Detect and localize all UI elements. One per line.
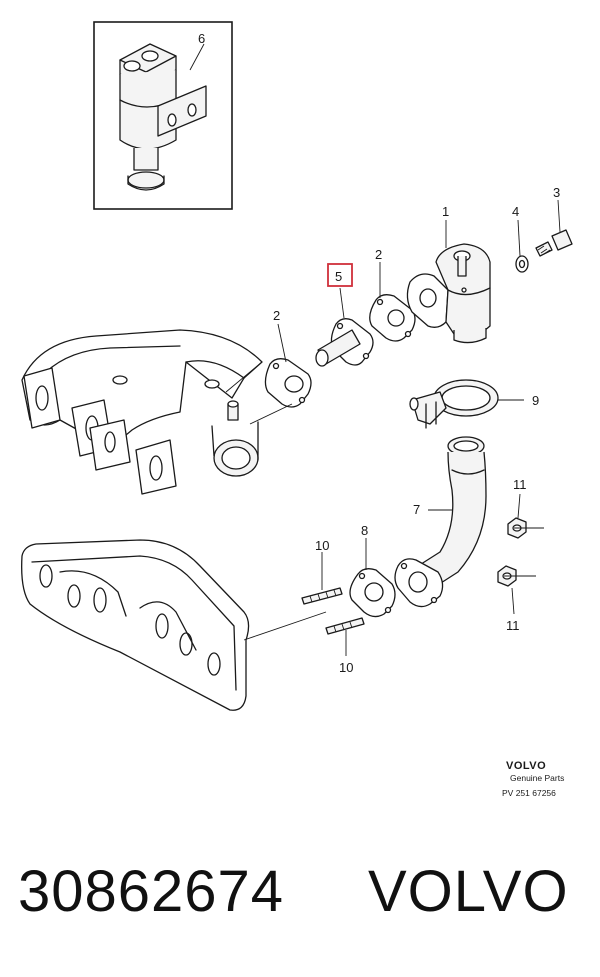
genuine-parts-block: VOLVO Genuine Parts PV 251 67256 (502, 760, 564, 798)
part-6-valve-drawing (119, 43, 207, 191)
genuine-parts-label: Genuine Parts (510, 773, 564, 783)
callout-5: 5 (335, 269, 342, 284)
callout-11-upper: 11 (513, 477, 527, 492)
volvo-logo-text: VOLVO (506, 760, 546, 772)
callout-2-lower: 2 (273, 308, 280, 323)
pv-code-label: PV 251 67256 (502, 788, 556, 798)
part-1-valve (406, 243, 491, 344)
exhaust-manifold-upper (21, 329, 263, 495)
callout-9: 9 (532, 393, 539, 408)
part-7-bent-pipe (394, 436, 487, 608)
part-number-label: 30862674 (18, 859, 285, 924)
callout-10-lower: 10 (339, 660, 353, 675)
callout-7: 7 (413, 502, 420, 517)
part-5-pipe (315, 318, 374, 367)
callout-1: 1 (442, 204, 449, 219)
part-8-gasket (349, 568, 396, 618)
part-9-clamp (409, 379, 499, 429)
callout-11-lower: 11 (506, 618, 520, 633)
exhaust-manifold-gasket (21, 539, 250, 711)
callout-6: 6 (198, 31, 205, 46)
brand-name-label: VOLVO (368, 859, 569, 924)
exploded-parts-diagram: 6 (21, 21, 573, 798)
highlight-box (327, 263, 353, 287)
part-2-gasket-upper (369, 294, 416, 342)
callout-10-upper: 10 (315, 538, 329, 553)
part-2-gasket-lower (264, 358, 312, 408)
part-3-bolt (535, 229, 573, 257)
part-10-stud-lower (325, 617, 365, 635)
part-10-stud-upper (301, 587, 343, 605)
part-4-washer (515, 255, 529, 273)
inset-detail-box: 6 (93, 21, 233, 210)
callout-5-highlight: 5 (327, 263, 353, 287)
callout-4: 4 (512, 204, 519, 219)
callout-3: 3 (553, 185, 560, 200)
callout-2-upper: 2 (375, 247, 382, 262)
callout-8: 8 (361, 523, 368, 538)
leader-lines (225, 199, 561, 656)
